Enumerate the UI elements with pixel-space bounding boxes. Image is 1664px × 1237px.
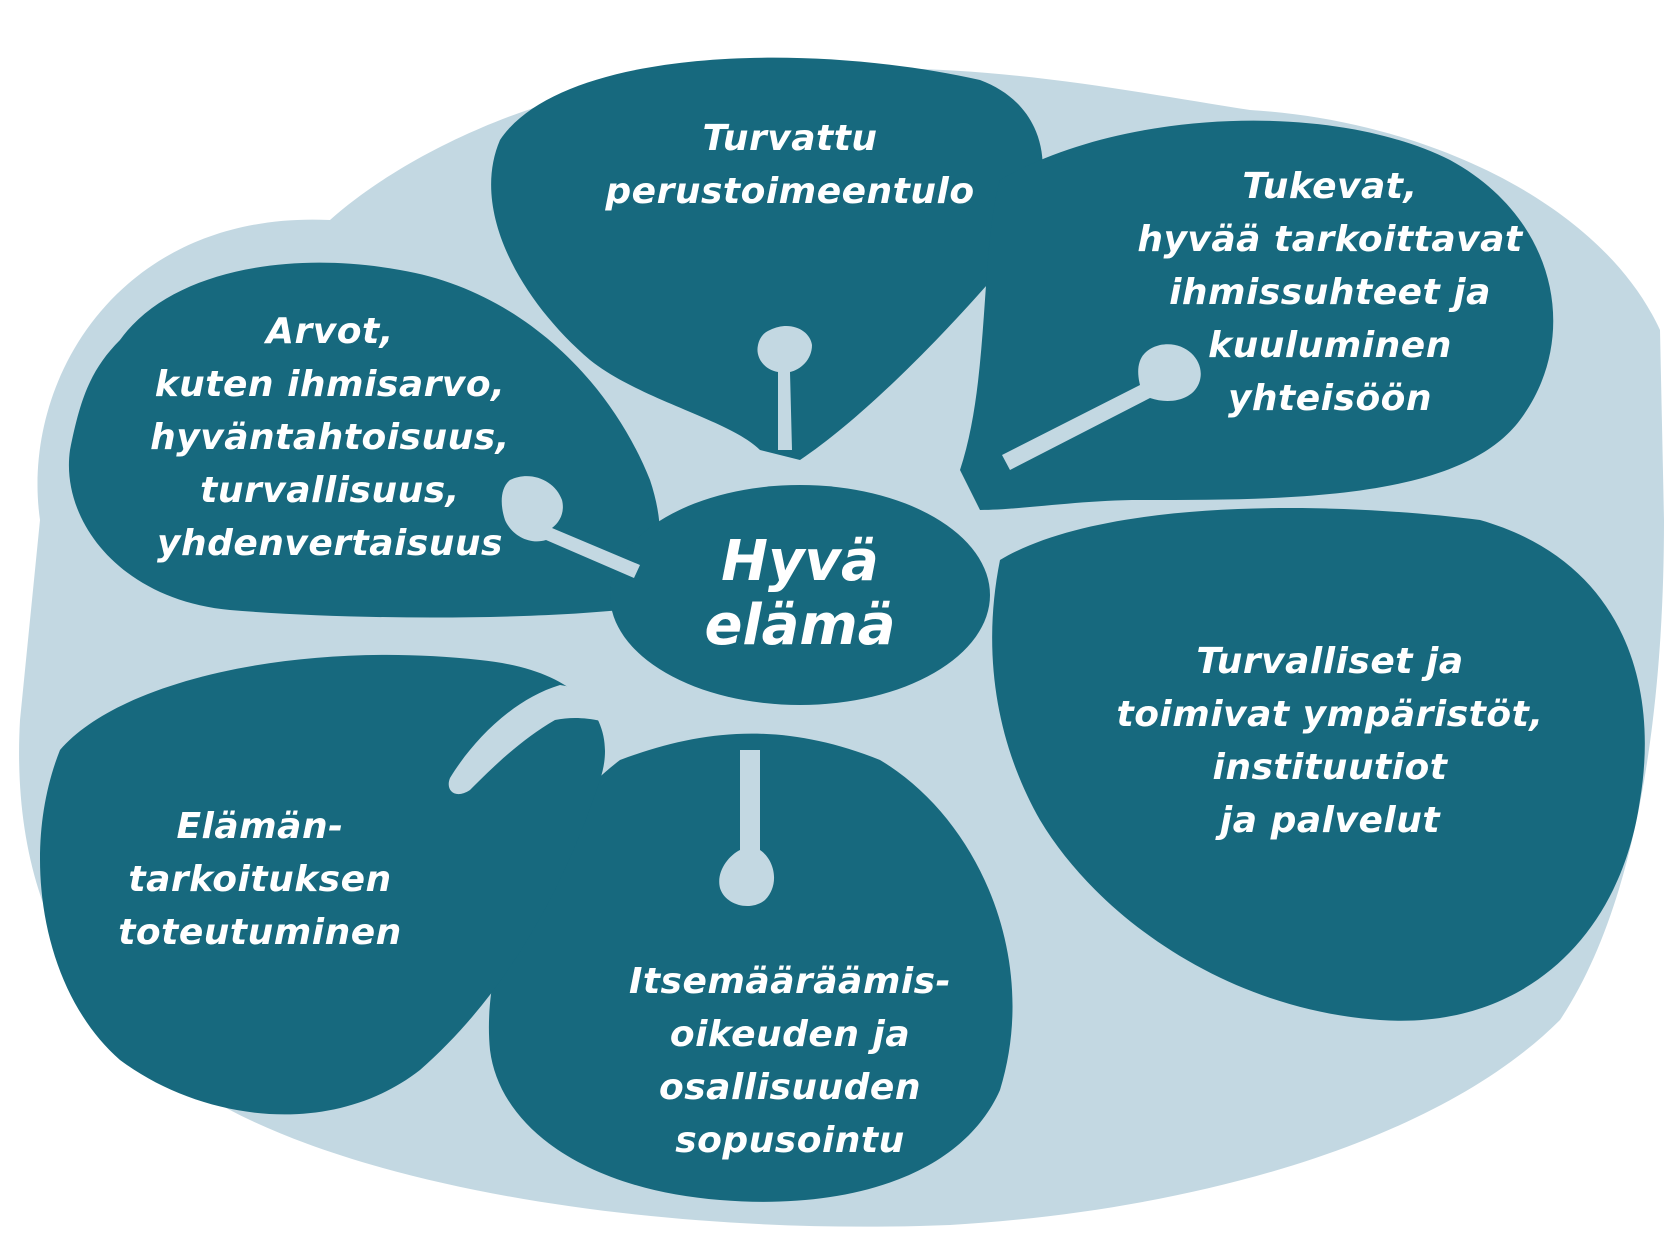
petal-label-line: Itsemääräämis- <box>628 961 952 1002</box>
center-circle <box>610 485 990 705</box>
petal-label-line: Turvattu <box>702 118 878 159</box>
petal-label-line: tarkoituksen <box>128 859 392 900</box>
petal-label-top: Turvattu perustoimeentulo <box>560 112 1020 218</box>
petal-label-line: kuuluminen <box>1208 325 1452 366</box>
petal-label-bottom: Itsemääräämis- oikeuden ja osallisuuden … <box>590 955 990 1167</box>
petal-label-line: hyvää tarkoittavat <box>1137 219 1523 260</box>
petal-label-top-left: Arvot, kuten ihmisarvo, hyväntahtoisuus,… <box>110 305 550 570</box>
petal-label-line: instituutiot <box>1212 747 1448 788</box>
petal-label-line: toimivat ympäristöt, <box>1116 694 1544 735</box>
petal-label-line: Tukevat, <box>1242 166 1418 207</box>
petal-label-line: Turvalliset ja <box>1196 641 1464 682</box>
petal-label-line: sopusointu <box>675 1120 905 1161</box>
petal-label-right: Turvalliset ja toimivat ympäristöt, inst… <box>1080 635 1580 847</box>
petal-bottom <box>488 733 1013 1202</box>
center-label: Hyvä elämä <box>650 530 950 658</box>
petal-label-line: kuten ihmisarvo, <box>154 364 506 405</box>
petal-label-line: turvallisuus, <box>200 470 460 511</box>
center-label-line: elämä <box>704 593 896 658</box>
center-label-line: Hyvä <box>721 529 879 594</box>
petal-label-line: perustoimeentulo <box>605 171 975 212</box>
petal-label-line: osallisuuden <box>659 1067 921 1108</box>
petal-label-line: ihmissuhteet ja <box>1169 272 1491 313</box>
petal-label-top-right: Tukevat, hyvää tarkoittavat ihmissuhteet… <box>1100 160 1560 425</box>
petal-label-line: Arvot, <box>266 311 394 352</box>
petal-top <box>491 57 1043 460</box>
petal-label-line: oikeuden ja <box>669 1014 911 1055</box>
petal-label-line: Elämän- <box>176 806 344 847</box>
petal-label-line: yhteisöön <box>1227 378 1433 419</box>
petal-label-line: hyväntahtoisuus, <box>150 417 510 458</box>
petal-label-line: yhdenvertaisuus <box>156 523 503 564</box>
petal-label-line: toteutuminen <box>118 912 402 953</box>
stamen-accents <box>448 325 1201 907</box>
petal-right <box>992 508 1645 1021</box>
petal-label-line: ja palvelut <box>1219 800 1441 841</box>
petal-label-bottom-left: Elämän- tarkoituksen toteutuminen <box>90 800 430 959</box>
